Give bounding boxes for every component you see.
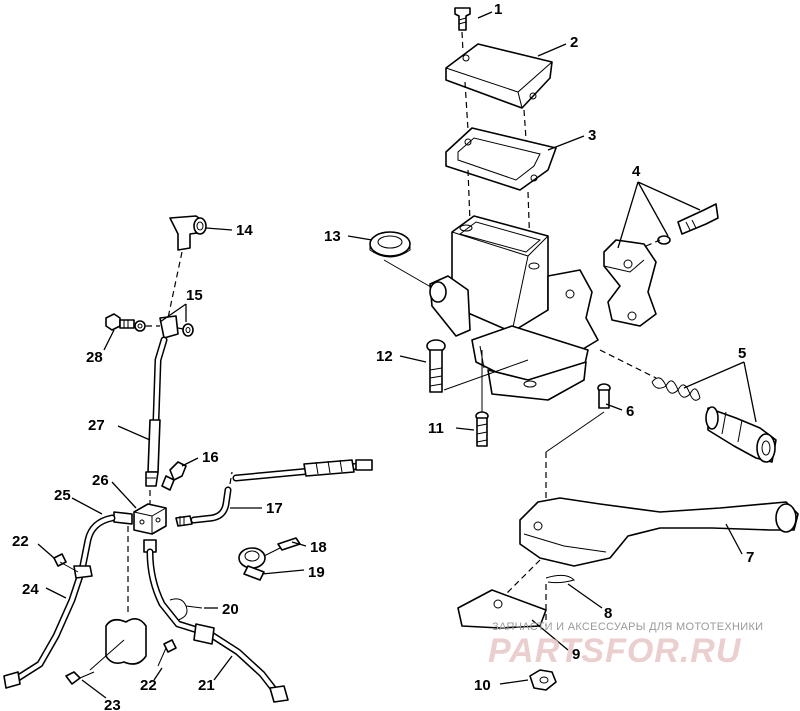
callout-13: 13 <box>324 228 341 245</box>
callout-22-left: 22 <box>12 533 29 550</box>
right-brake-hose-part <box>143 539 289 703</box>
crossover-line-part <box>175 459 373 527</box>
line-fitting-part <box>161 461 187 491</box>
watermark: ЗАПЧАСТИ И АКСЕССУАРЫ ДЛЯ МОТОТЕХНИКИ PA… <box>488 621 763 670</box>
sight-glass-grommet-part <box>369 231 437 291</box>
lever-nut-part <box>529 669 557 691</box>
banjo-washer-part <box>134 315 194 339</box>
callout-10: 10 <box>474 677 491 694</box>
diaphragm-gasket-part <box>445 127 557 251</box>
callout-4: 4 <box>632 163 641 180</box>
upper-brake-line-part <box>145 336 168 508</box>
callout-6: 6 <box>626 403 634 420</box>
callout-14: 14 <box>236 222 253 239</box>
callout-18: 18 <box>310 539 327 556</box>
callout-5: 5 <box>738 345 746 362</box>
cover-screw-part <box>454 7 471 53</box>
left-brake-hose-part <box>3 511 133 689</box>
brake-lever-part <box>519 497 799 567</box>
callout-3: 3 <box>588 127 596 144</box>
callout-1: 1 <box>494 1 502 18</box>
banjo-bolt-part <box>105 313 135 331</box>
callout-8: 8 <box>604 605 612 622</box>
callout-9: 9 <box>572 646 580 663</box>
master-cylinder-body <box>429 215 599 401</box>
callout-2: 2 <box>570 34 578 51</box>
junction-block-part <box>133 503 167 535</box>
hose-clip-part <box>169 598 203 621</box>
callout-11: 11 <box>428 420 444 437</box>
mounting-plate-part <box>65 526 147 685</box>
handlebar-clamp-part <box>603 203 719 327</box>
pivot-bolt-part <box>426 339 529 393</box>
callout-25: 25 <box>54 487 71 504</box>
callout-12: 12 <box>376 348 393 365</box>
callout-28: 28 <box>86 349 103 366</box>
callout-17: 17 <box>266 500 283 517</box>
callout-24: 24 <box>22 581 39 598</box>
callout-27: 27 <box>88 417 105 434</box>
callout-21: 21 <box>198 677 215 694</box>
reservoir-cover-part <box>445 43 553 169</box>
callout-labels: 1 2 3 4 5 6 7 8 9 10 11 12 13 14 15 16 1… <box>12 1 754 711</box>
callout-23: 23 <box>104 697 121 711</box>
callout-22-right: 22 <box>140 677 157 694</box>
watermark-caption: ЗАПЧАСТИ И АКСЕССУАРЫ ДЛЯ МОТОТЕХНИКИ <box>492 621 763 633</box>
lever-spring-part <box>499 559 575 626</box>
lower-bolt-part <box>475 350 489 447</box>
lever-pin-part <box>545 383 611 512</box>
piston-assembly-part <box>599 349 777 463</box>
tee-fitting-part <box>167 215 207 319</box>
callout-20: 20 <box>222 601 239 618</box>
callout-15: 15 <box>186 287 203 304</box>
watermark-brand: PARTSFOR.RU <box>488 632 742 670</box>
left-grommet-part <box>53 553 79 573</box>
leader-lines <box>37 11 757 699</box>
callout-19: 19 <box>308 564 325 581</box>
callout-16: 16 <box>202 449 219 466</box>
right-grommet-part <box>157 639 177 667</box>
callout-26: 26 <box>92 472 109 489</box>
hose-clamp-part <box>238 537 301 581</box>
callout-7: 7 <box>746 549 754 566</box>
